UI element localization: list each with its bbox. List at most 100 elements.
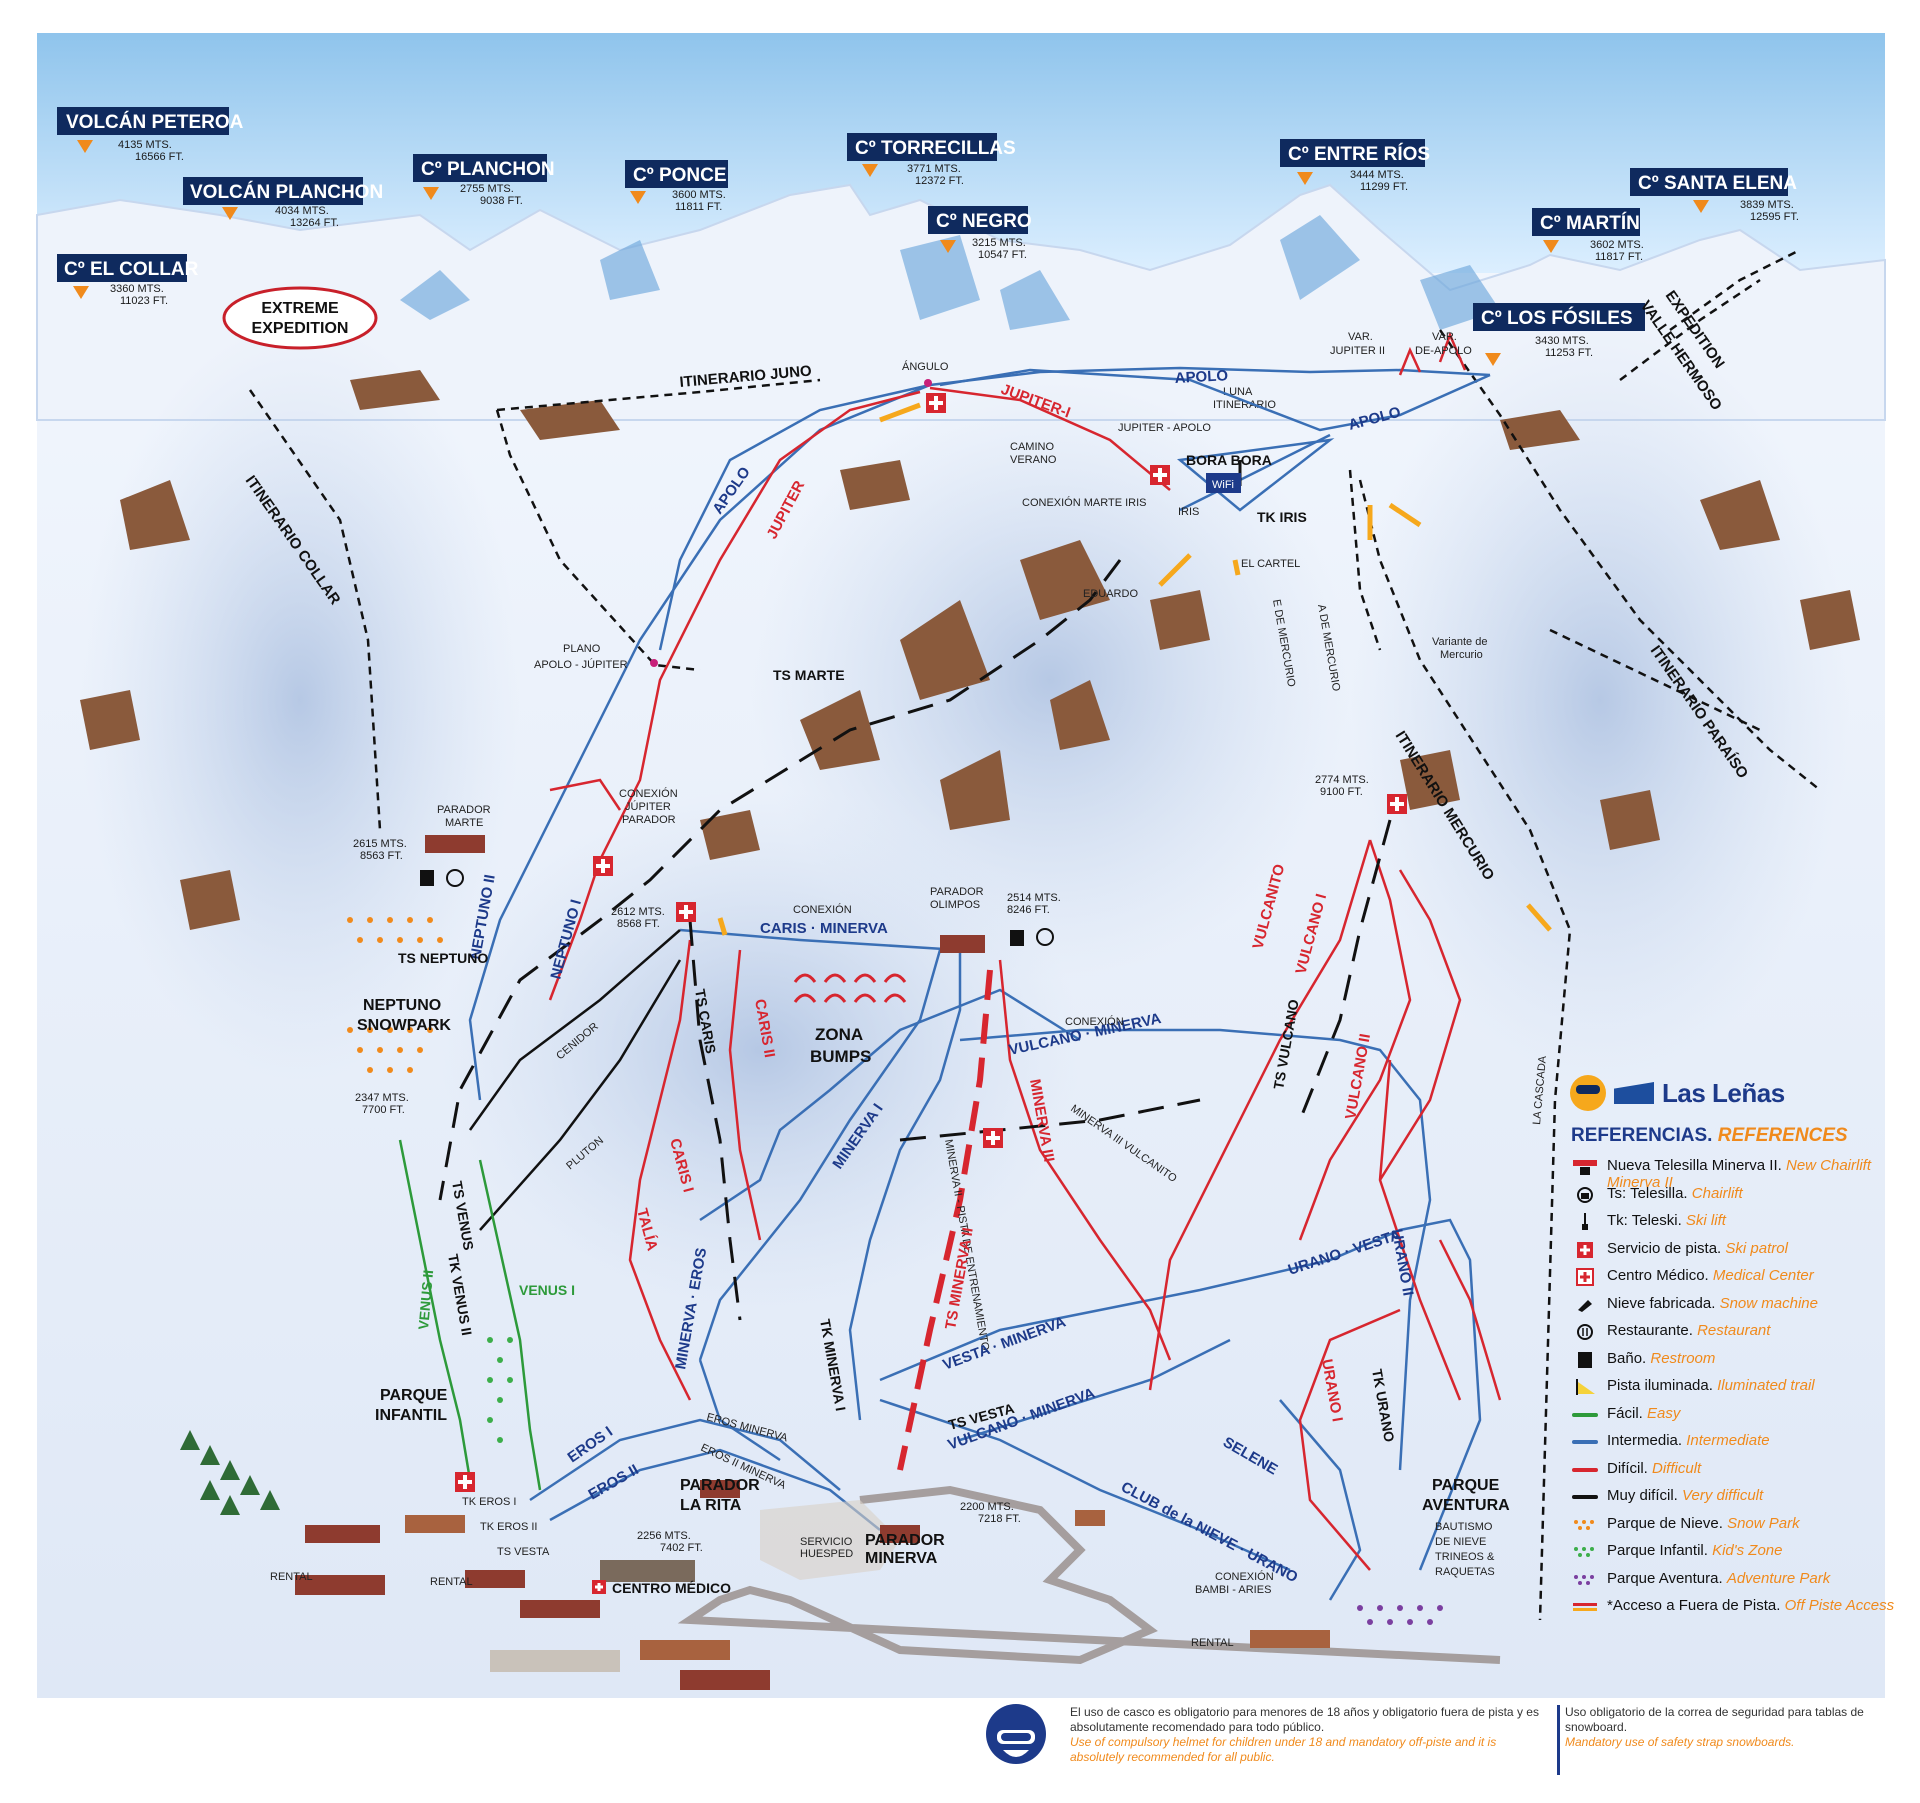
helmet-icon [986, 1704, 1046, 1764]
eduardo-label: EDUARDO [1083, 588, 1138, 600]
svg-text:EXTREME: EXTREME [261, 300, 339, 317]
legend-label: Parque Infantil. Kid's Zone [1607, 1542, 1783, 1559]
svg-text:2615 MTS.: 2615 MTS. [353, 838, 407, 850]
camino-verano-label: CAMINO [1010, 441, 1054, 453]
bautismo-label-2: DE NIEVE [1435, 1536, 1486, 1548]
svg-text:10547 FT.: 10547 FT. [978, 249, 1027, 261]
peak-co-santa-elena: Cº SANTA ELENA 3839 MTS. 12595 FT. [1630, 168, 1799, 223]
svg-text:3215 MTS.: 3215 MTS. [972, 237, 1026, 249]
legend-row: Centro Médico. Medical Center [1571, 1267, 1905, 1295]
medical-center-icon [1571, 1267, 1599, 1287]
peak-co-planchon: Cº PLANCHON 2755 MTS. 9038 FT. [413, 154, 555, 207]
trees [180, 1430, 280, 1515]
off-piste-icon [1571, 1597, 1599, 1617]
servicio-huesped-label-2: HUESPED [800, 1548, 853, 1560]
parque-infantil-label[interactable]: PARQUE [380, 1387, 448, 1404]
parador-la-rita-label-2[interactable]: LA RITA [680, 1497, 742, 1514]
legend-label: Centro Médico. Medical Center [1607, 1267, 1814, 1284]
restaurant-icon [1036, 928, 1054, 946]
legend-label: Tk: Teleski. Ski lift [1607, 1212, 1726, 1229]
legend-row: Servicio de pista. Ski patrol [1571, 1240, 1905, 1268]
legend-row: *Acceso a Fuera de Pista. Off Piste Acce… [1571, 1597, 1905, 1625]
svg-text:7402 FT.: 7402 FT. [660, 1542, 703, 1554]
svg-text:Cº PLANCHON: Cº PLANCHON [421, 159, 555, 180]
parador-minerva-label[interactable]: PARADOR [865, 1532, 945, 1549]
peak-co-martin: Cº MARTÍN 3602 MTS. 11817 FT. [1532, 208, 1644, 263]
flag-logo-icon [1614, 1082, 1654, 1104]
svg-text:12372 FT.: 12372 FT. [915, 175, 964, 187]
legend-row: Restaurante. Restaurant [1571, 1322, 1905, 1350]
conexion-jupiter-label: CONEXIÓN [619, 787, 678, 800]
ski-patrol-icon [983, 1128, 1003, 1148]
jupiter-apolo-label: JUPITER - APOLO [1118, 422, 1211, 434]
neptuno-snowpark-label[interactable]: NEPTUNO [363, 997, 441, 1014]
svg-text:11811 FT.: 11811 FT. [675, 201, 722, 213]
apolo-top-label: APOLO [1174, 367, 1228, 387]
legend-label: Pista iluminada. Iluminated trail [1607, 1377, 1815, 1394]
rental-label-2[interactable]: RENTAL [430, 1576, 473, 1588]
svg-text:8568 FT.: 8568 FT. [617, 918, 660, 930]
svg-text:3360 MTS.: 3360 MTS. [110, 283, 164, 295]
elevation-2256: 2256 MTS.7402 FT. [637, 1530, 703, 1554]
legend-row: Intermedia. Intermediate [1571, 1432, 1905, 1460]
legend-label: Parque Aventura. Adventure Park [1607, 1569, 1831, 1587]
legend-label: Parque de Nieve. Snow Park [1607, 1514, 1800, 1532]
svg-text:VOLCÁN PLANCHON: VOLCÁN PLANCHON [190, 181, 383, 203]
conexion-jupiter-label-2: JÚPITER [625, 800, 671, 813]
parque-aventura-label[interactable]: PARQUE [1432, 1477, 1500, 1494]
svg-text:11817 FT.: 11817 FT. [1595, 251, 1643, 263]
legend-row: Parque Infantil. Kid's Zone [1571, 1542, 1905, 1570]
map-legend: Las Leñas REFERENCIAS. REFERENCES Nueva … [1565, 1075, 1905, 1620]
centro-medico[interactable]: CENTRO MÉDICO [592, 1580, 731, 1596]
legend-row: Pista iluminada. Iluminated trail [1571, 1377, 1905, 1405]
bora-bora-area[interactable]: BORA BORA WiFi [1186, 452, 1272, 493]
svg-text:3600 MTS.: 3600 MTS. [672, 189, 726, 201]
legend-label: Nueva Telesilla Minerva II. New Chairlif… [1607, 1157, 1872, 1191]
svg-text:11253 FT.: 11253 FT. [1545, 347, 1593, 359]
parador-minerva-label-2[interactable]: MINERVA [865, 1550, 938, 1567]
ski-patrol-icon [1571, 1240, 1599, 1260]
svg-text:2612 MTS.: 2612 MTS. [611, 906, 665, 918]
svg-text:BUMPS: BUMPS [810, 1047, 871, 1066]
peak-co-el-collar: Cº EL COLLAR 3360 MTS. 11023 FT. [57, 254, 199, 307]
svg-text:Cº PONCE: Cº PONCE [633, 165, 727, 186]
difficult-line-icon [1571, 1460, 1599, 1480]
rental-label-3[interactable]: RENTAL [1191, 1637, 1234, 1649]
parador-olimpos-label: PARADOR [930, 886, 984, 898]
parque-infantil-label-2[interactable]: INFANTIL [375, 1407, 447, 1424]
ski-patrol-icon [1387, 794, 1407, 814]
easy-trails [398, 1139, 542, 1491]
parque-aventura-label-2[interactable]: AVENTURA [1422, 1497, 1510, 1514]
parador-la-rita-label[interactable]: PARADOR [680, 1477, 760, 1494]
legend-label: Ts: Telesilla. Chairlift [1607, 1184, 1743, 1202]
extreme-expedition-zone[interactable]: EXTREME EXPEDITION [222, 286, 378, 350]
zona-bumps[interactable]: ZONA BUMPS [793, 973, 907, 1066]
illuminated-trail-icon [1571, 1377, 1599, 1397]
elevation-2774: 2774 MTS.9100 FT. [1315, 774, 1369, 798]
restroom-icon [420, 870, 434, 886]
tk-eros-i-label: TK EROS I [462, 1496, 516, 1508]
svg-text:2755 MTS.: 2755 MTS. [460, 183, 514, 195]
svg-text:9100 FT.: 9100 FT. [1320, 786, 1363, 798]
iris-label: IRIS [1178, 506, 1199, 518]
ts-marte-label: TS MARTE [773, 667, 845, 683]
neptuno-snowpark-label-2[interactable]: SNOWPARK [357, 1017, 451, 1034]
rental-label-1[interactable]: RENTAL [270, 1571, 313, 1583]
svg-text:2256 MTS.: 2256 MTS. [637, 1530, 691, 1542]
elevation-2612: 2612 MTS.8568 FT. [611, 906, 665, 930]
svg-text:7218 FT.: 7218 FT. [978, 1513, 1021, 1525]
svg-text:12595 FT.: 12595 FT. [1750, 211, 1799, 223]
svg-text:2200 MTS.: 2200 MTS. [960, 1501, 1014, 1513]
svg-text:8246 FT.: 8246 FT. [1007, 904, 1050, 916]
svg-text:CENTRO MÉDICO: CENTRO MÉDICO [612, 1580, 731, 1596]
legend-label: Intermedia. Intermediate [1607, 1432, 1770, 1449]
svg-text:Cº ENTRE RÍOS: Cº ENTRE RÍOS [1288, 143, 1430, 165]
footer-divider [1557, 1705, 1560, 1775]
legend-label: *Acceso a Fuera de Pista. Off Piste Acce… [1607, 1597, 1895, 1614]
glacier-patches [400, 215, 1500, 330]
tk-eros-ii-label: TK EROS II [480, 1521, 537, 1533]
peak-co-negro: Cº NEGRO 3215 MTS. 10547 FT. [928, 206, 1032, 261]
restaurant-icon [446, 869, 464, 887]
rock-outcrops [80, 370, 1860, 930]
svg-text:VOLCÁN PETEROA: VOLCÁN PETEROA [66, 111, 244, 133]
